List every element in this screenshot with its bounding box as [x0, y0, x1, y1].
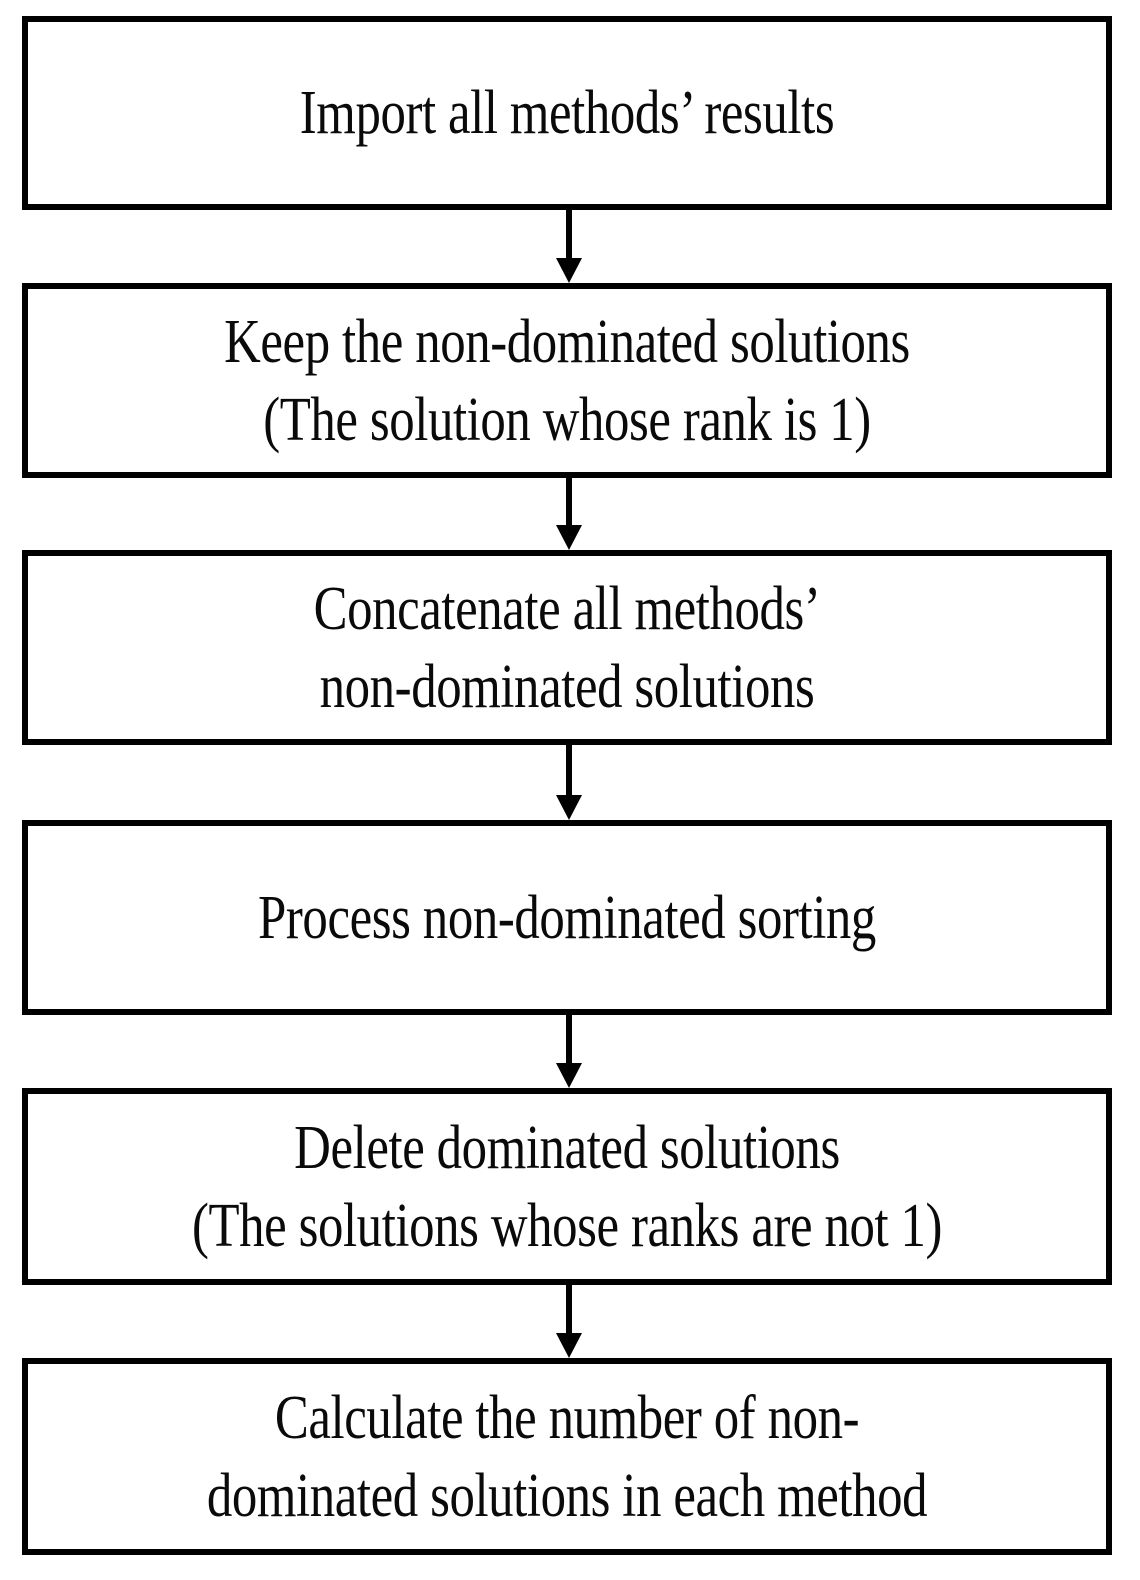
arrow-down-icon [556, 210, 582, 283]
arrow-head [556, 795, 582, 820]
arrow-shaft [566, 478, 572, 525]
arrow-head [556, 525, 582, 550]
arrow-down-icon [556, 1285, 582, 1358]
flowchart-node-keep-non-dominated: Keep the non-dominated solutions (The so… [22, 283, 1112, 478]
arrow-head [556, 258, 582, 283]
flowchart-node-process-sorting: Process non-dominated sorting [22, 820, 1112, 1015]
node-label: Process non-dominated sorting [258, 883, 876, 952]
node-label: Concatenate all methods’ non-dominated s… [313, 574, 821, 721]
flowchart-node-import-results: Import all methods’ results [22, 16, 1112, 210]
node-label: Delete dominated solutions (The solution… [191, 1113, 943, 1260]
node-label: Keep the non-dominated solutions (The so… [224, 307, 910, 454]
arrow-shaft [566, 745, 572, 795]
arrow-head [556, 1063, 582, 1088]
arrow-down-icon [556, 478, 582, 550]
arrow-down-icon [556, 745, 582, 820]
node-label: Import all methods’ results [299, 79, 835, 147]
arrow-shaft [566, 1015, 572, 1063]
flowchart-node-delete-dominated: Delete dominated solutions (The solution… [22, 1088, 1112, 1285]
node-label: Calculate the number of non- dominated s… [206, 1383, 928, 1530]
arrow-shaft [566, 1285, 572, 1333]
arrow-head [556, 1333, 582, 1358]
flowchart-node-concatenate-solutions: Concatenate all methods’ non-dominated s… [22, 550, 1112, 745]
arrow-down-icon [556, 1015, 582, 1088]
flowchart-node-calculate-count: Calculate the number of non- dominated s… [22, 1358, 1112, 1555]
arrow-shaft [566, 210, 572, 258]
